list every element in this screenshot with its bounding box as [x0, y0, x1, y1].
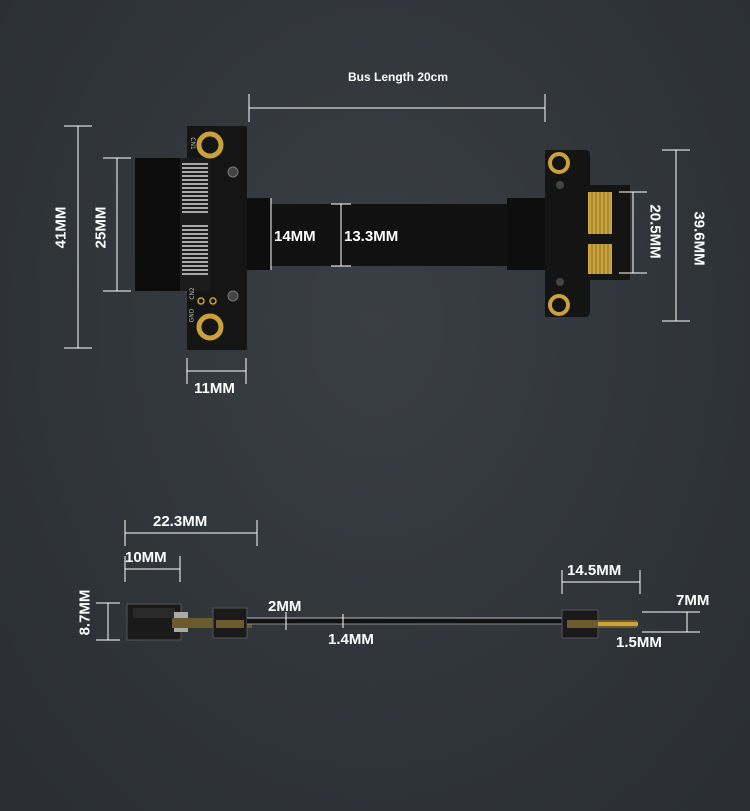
mounting-hole-icon [196, 131, 224, 341]
left-pcb-board [135, 126, 247, 350]
right-pcb-board [545, 150, 630, 317]
height-total-label: 41MM [52, 206, 70, 249]
dimension-lines-side [96, 520, 700, 641]
finger-thickness-label: 1.5MM [616, 634, 662, 651]
bus-length-label: Bus Length 20cm [348, 70, 449, 84]
slot-pins [182, 163, 208, 275]
pcb-tag-gnd: GND [188, 308, 196, 323]
side-connector-left [126, 603, 252, 641]
cable-gap-label: 2MM [268, 598, 302, 615]
gold-finger-height-label: 20.5MM [646, 204, 664, 259]
ribbon-cable [247, 198, 547, 270]
led-icon [197, 297, 217, 305]
pcb-tag-cn1: CN1 [188, 137, 196, 150]
cable-inner-width-label: 13.3MM [344, 228, 399, 245]
bracket-height-label: 39.6MM [690, 211, 708, 266]
mounting-hole-icon [548, 152, 570, 316]
screw-icon [227, 166, 239, 302]
connector-len-label: 10MM [125, 549, 167, 566]
finger-height-label: 7MM [676, 592, 710, 609]
overall-left-label: 22.3MM [153, 513, 208, 530]
cable-thickness-label: 1.4MM [328, 631, 374, 648]
dimension-lines-top [64, 125, 690, 384]
gold-finger-icon [588, 192, 612, 274]
side-cable [247, 617, 565, 625]
connector-height-label: 8.7MM [76, 589, 94, 636]
screw-icon [556, 181, 564, 286]
bus-length-dimension [248, 94, 546, 122]
finger-len-label: 14.5MM [567, 562, 622, 579]
pcb-tag-cn2: CN2 [188, 287, 196, 300]
slot-width-label: 11MM [194, 380, 235, 397]
side-gold-finger [561, 609, 638, 639]
cable-width-label: 14MM [274, 228, 316, 245]
slot-height-label: 25MM [92, 206, 110, 249]
